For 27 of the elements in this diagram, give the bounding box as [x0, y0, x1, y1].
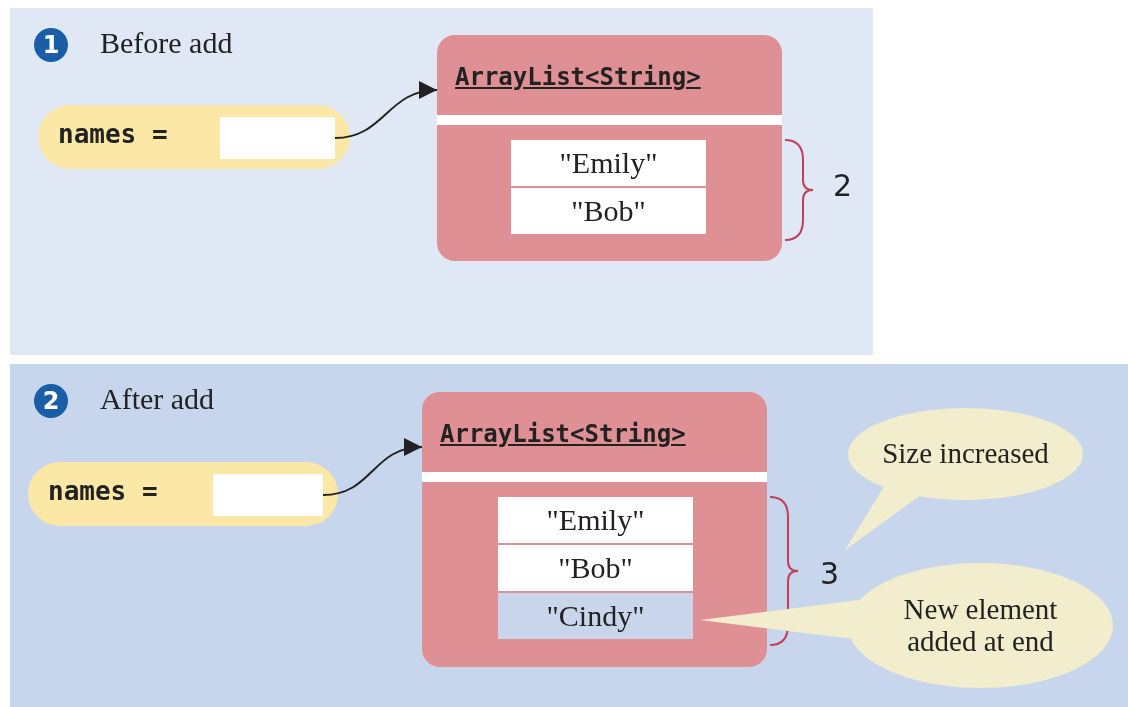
step-heading: Before add: [100, 26, 233, 60]
size-number: 3: [820, 556, 840, 591]
arrow: [322, 439, 423, 496]
arrow: [334, 82, 438, 139]
node-label: "Bob": [571, 194, 646, 227]
variable-name: names =: [58, 119, 168, 149]
step-panel: [10, 364, 1128, 707]
variable-name: names =: [48, 476, 158, 506]
node-label: "Bob": [558, 551, 633, 584]
step-heading: After add: [100, 382, 215, 416]
step-number: 1: [34, 28, 68, 62]
step-number: 2: [34, 384, 68, 418]
node-label: "Emily": [559, 146, 658, 179]
class-name: ArrayList<String>: [455, 63, 701, 91]
object-box: [437, 35, 782, 261]
step-panel: [10, 8, 873, 355]
list-element: "Bob": [498, 545, 693, 591]
list-element: "Emily": [511, 140, 706, 186]
list-element: "Bob": [511, 188, 706, 234]
object-box: [422, 392, 767, 667]
size-number: 2: [833, 168, 853, 203]
reference-slot: [220, 117, 335, 159]
node-label: "Emily": [546, 503, 645, 536]
class-name: ArrayList<String>: [440, 420, 686, 448]
reference-slot: [213, 474, 323, 516]
list-element: "Cindy": [498, 593, 693, 639]
list-element: "Emily": [498, 497, 693, 543]
